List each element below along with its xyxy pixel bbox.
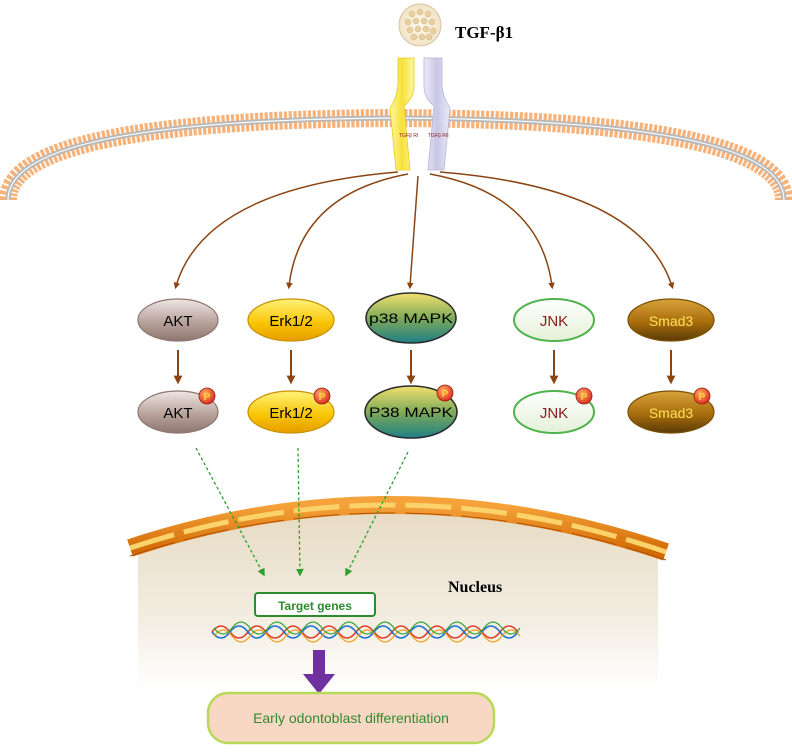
svg-text:P: P <box>699 392 706 403</box>
node-akt: AKT <box>137 298 219 342</box>
outcome-label: Early odontoblast differentiation <box>253 710 449 726</box>
node-p38: p38 MAPK <box>365 292 457 344</box>
node-jnk-phospho-label: JNK <box>540 405 568 422</box>
node-p38-label: p38 MAPK <box>369 310 454 326</box>
outcome-box: Early odontoblast differentiation <box>206 691 496 745</box>
svg-text:P: P <box>442 389 449 400</box>
tgf-beta1-ligand <box>398 3 442 47</box>
arrow-to-erk <box>286 173 409 290</box>
arrow-to-akt <box>173 171 399 290</box>
node-smad3-phospho-label: Smad3 <box>649 405 694 421</box>
svg-text:P: P <box>204 392 211 403</box>
node-akt-phospho: AKT <box>137 390 219 434</box>
tgf-beta-receptor <box>389 57 451 171</box>
node-erk: Erk1/2 <box>247 298 335 342</box>
node-smad3-phospho: Smad3 <box>627 390 715 434</box>
node-p38-phospho: P38 MAPK <box>364 385 458 439</box>
nucleus-label: Nucleus <box>448 579 502 596</box>
phospho-badge-akt: P <box>198 387 216 405</box>
receptor-right-label: TGFβ RII <box>428 133 449 139</box>
node-erk-phospho-label: Erk1/2 <box>269 405 312 422</box>
node-jnk-phospho: JNK <box>513 390 595 434</box>
node-smad3-label: Smad3 <box>649 313 694 329</box>
phospho-badge-smad3: P <box>693 387 711 405</box>
phospho-badge-p38: P <box>436 384 454 402</box>
activation-arrow-p38 <box>345 451 409 577</box>
nucleus <box>127 496 669 690</box>
phospho-badge-erk: P <box>313 387 331 405</box>
node-p38-phospho-label: P38 MAPK <box>369 404 454 420</box>
dna-helix <box>211 621 521 643</box>
node-jnk: JNK <box>513 298 595 342</box>
node-smad3: Smad3 <box>627 298 715 342</box>
activation-arrow-erk <box>296 447 304 577</box>
node-erk-label: Erk1/2 <box>269 313 312 330</box>
arrow-to-smad3 <box>439 171 675 290</box>
arrow-to-jnk <box>429 173 555 290</box>
activation-arrow-akt <box>195 447 265 577</box>
node-erk-phospho: Erk1/2 <box>247 390 335 434</box>
svg-text:P: P <box>581 392 588 403</box>
receptor-left-label: TGFβ RI <box>399 133 418 139</box>
node-akt-label: AKT <box>163 313 192 330</box>
target-genes-label: Target genes <box>278 599 352 613</box>
ligand-label: TGF-β1 <box>455 23 513 42</box>
svg-text:P: P <box>319 392 326 403</box>
phospho-badge-jnk: P <box>575 387 593 405</box>
target-genes-box: Target genes <box>254 592 376 617</box>
outcome-arrow <box>303 650 335 694</box>
node-jnk-label: JNK <box>540 313 568 330</box>
arrow-to-p38 <box>406 175 419 290</box>
node-akt-phospho-label: AKT <box>163 405 192 422</box>
